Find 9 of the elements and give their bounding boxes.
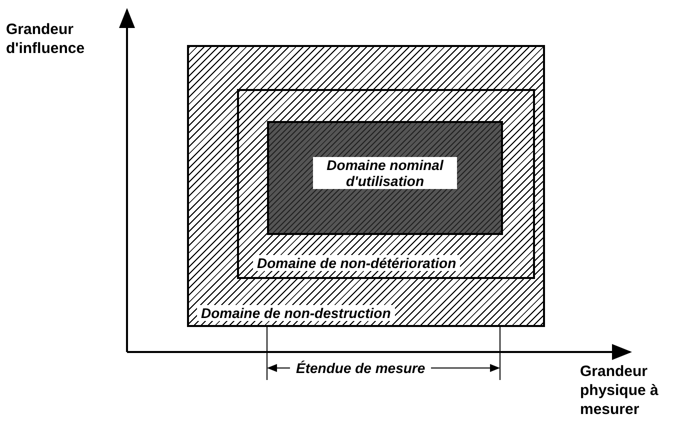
region-label: Domaine de non-destruction (197, 305, 395, 321)
axis-label: Grandeur physique à mesurer (580, 362, 660, 419)
region-label: Domaine de non-détérioration (253, 255, 460, 271)
region-box (187, 45, 545, 327)
dimension-label: Étendue de mesure (290, 360, 432, 376)
region-box (237, 89, 535, 279)
region-label: Domaine nominal d'utilisation (313, 157, 457, 189)
axis-label: Grandeur d'influence (6, 20, 86, 58)
region-box (267, 121, 503, 235)
